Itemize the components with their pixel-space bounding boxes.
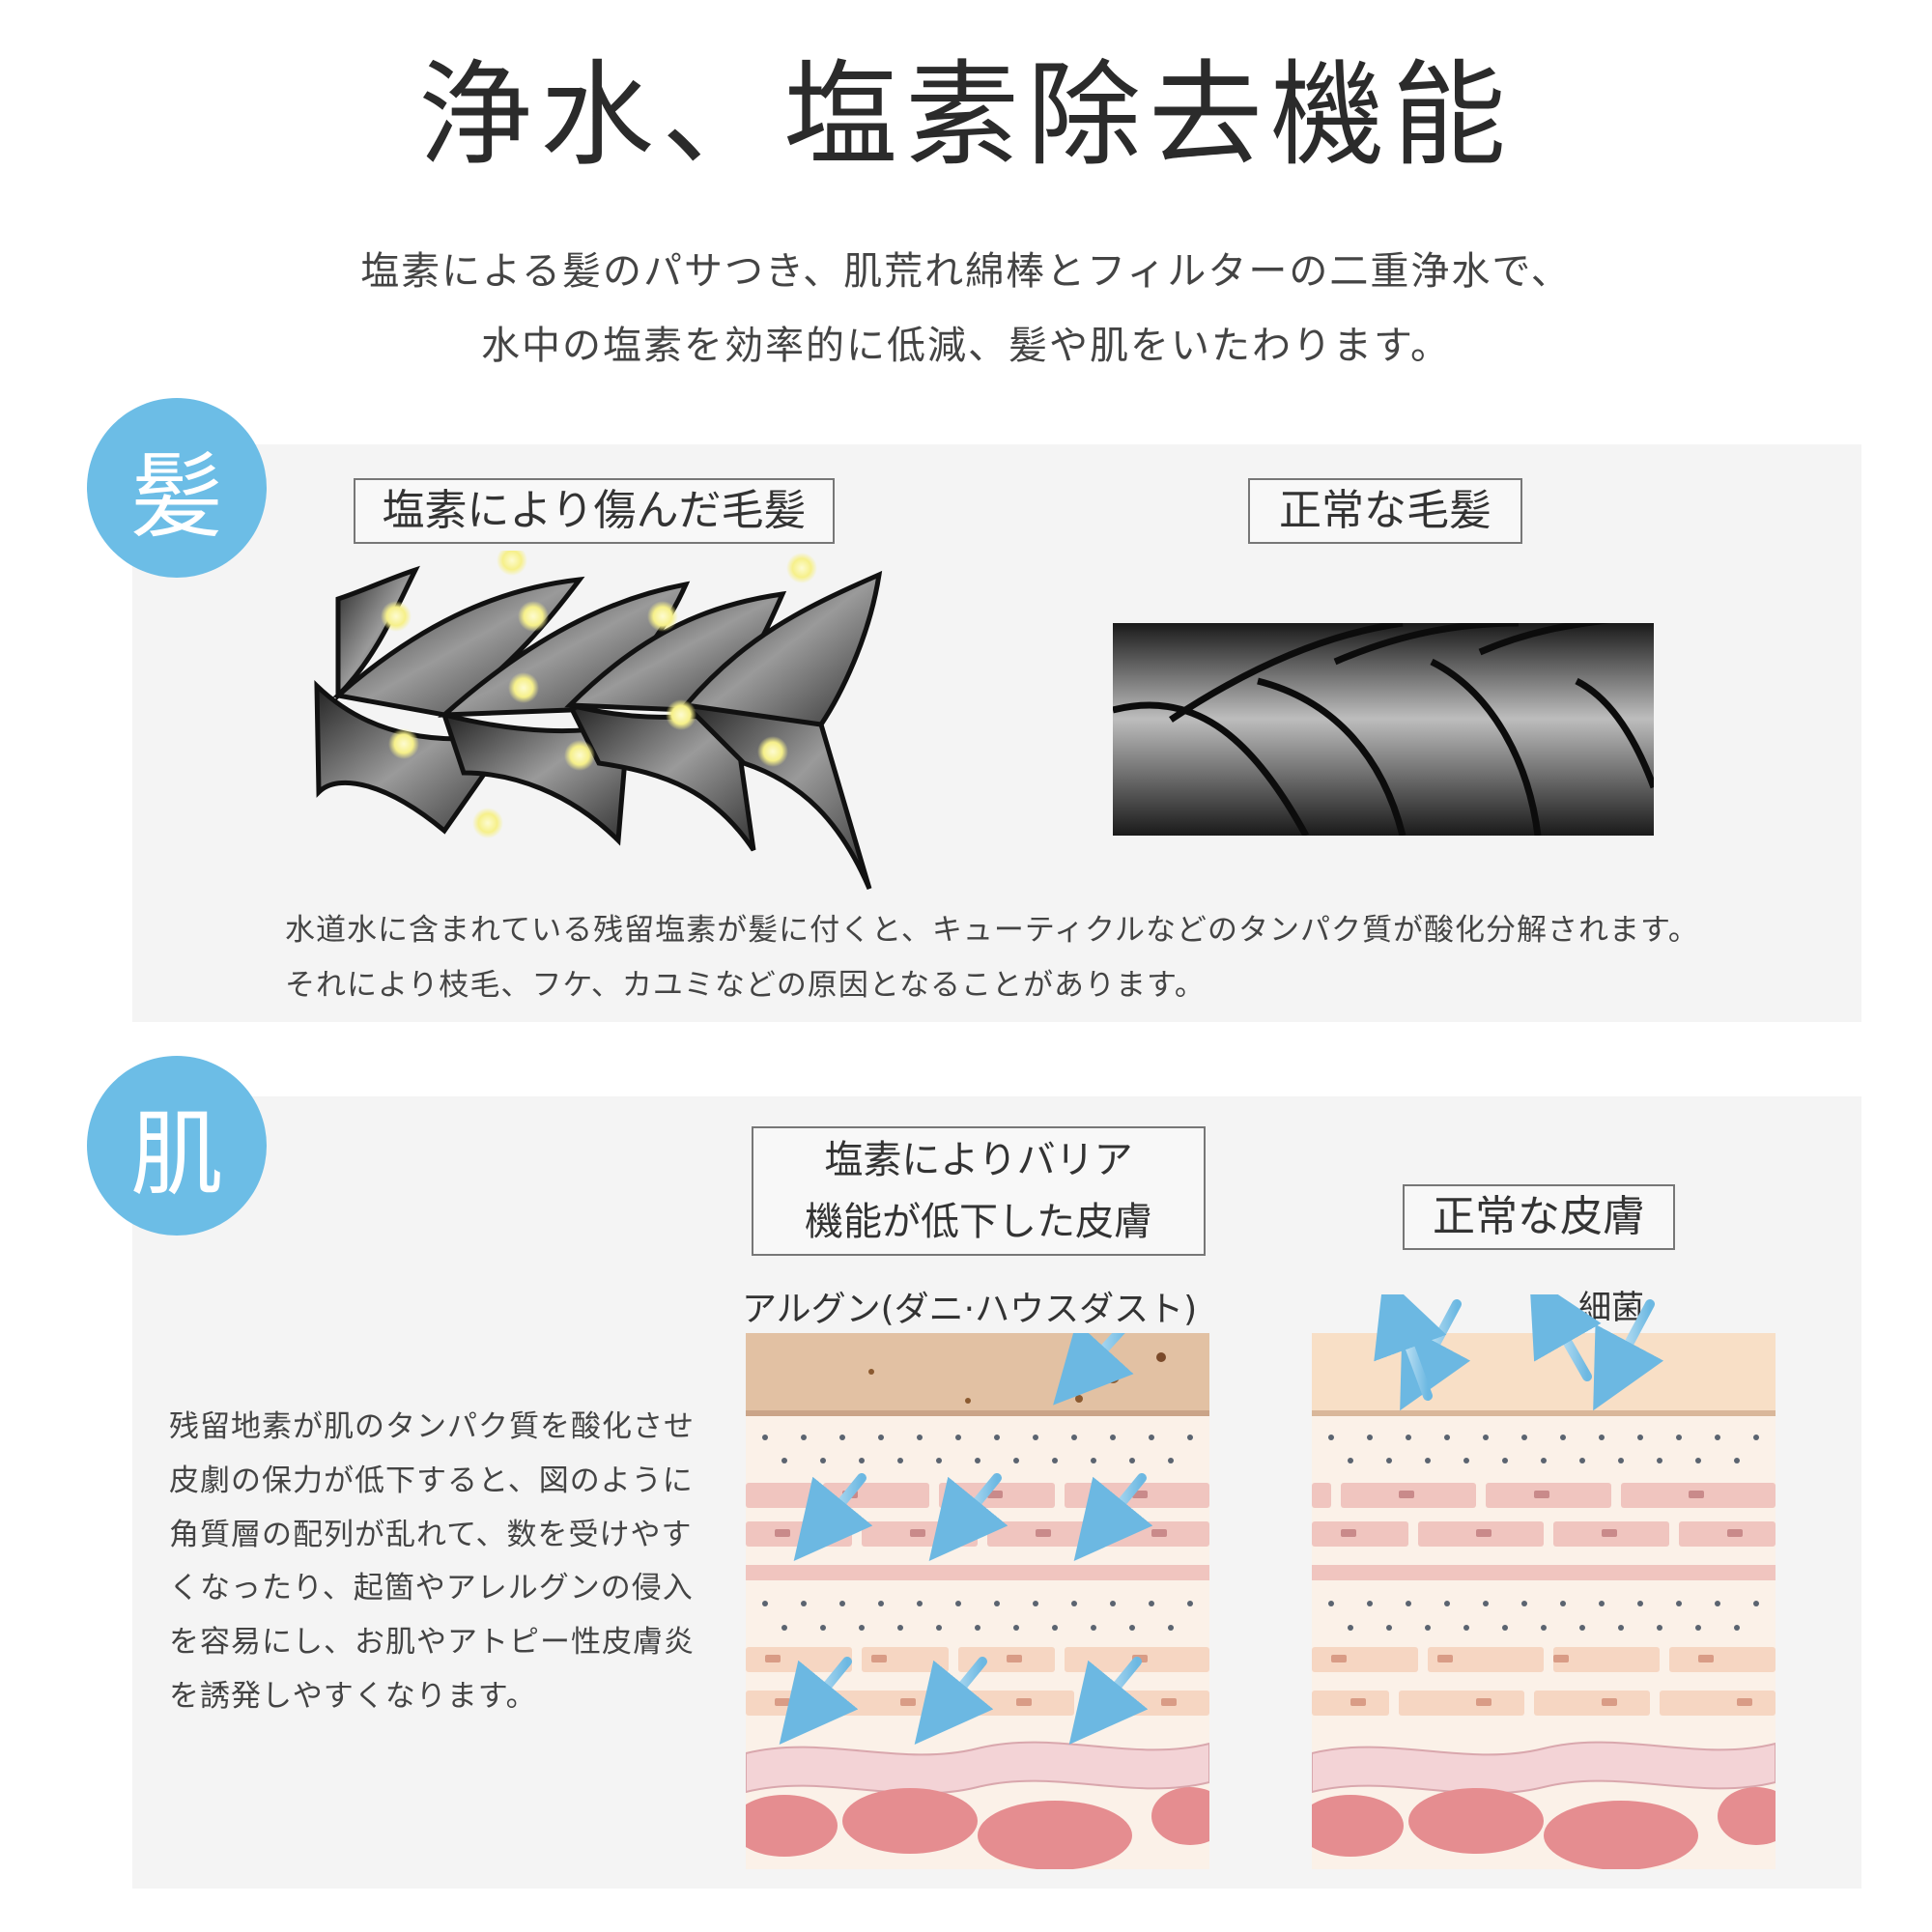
skin-desc-line: を容易にし、お肌やアトピー性皮膚炎 — [169, 1625, 695, 1661]
damaged-hair-illustration — [314, 551, 883, 890]
damaged-skin-label-line-2: 機能が低下した皮膚 — [805, 1200, 1152, 1244]
skin-badge: 肌 — [87, 1056, 267, 1236]
skin-description: 残留地素が肌のタンパク質を酸化させ 皮劇の保力が低下すると、図のように 角質層の… — [169, 1401, 729, 1724]
hair-desc-line-2: それにより枝毛、フケ、カユミなどの原因となることがあります。 — [285, 968, 1206, 1004]
normal-skin-label: 正常な皮膚 — [1403, 1184, 1675, 1250]
allergen-label: アルグン(ダニ·ハウスダスト) — [742, 1290, 1198, 1329]
hair-description: 水道水に含まれている残留塩素が髪に付くと、キューティクルなどのタンパク質が酸化分… — [285, 903, 1792, 1014]
skin-desc-line: くなったり、起箇やアレルグンの侵入 — [169, 1571, 694, 1606]
intro-line-1: 塩素による髪のパサつき、肌荒れ綿棒とフィルターの二重浄水で、 — [360, 249, 1572, 294]
chlorine-dots — [381, 551, 817, 838]
normal-hair-illustration — [1113, 623, 1654, 836]
normal-skin-illustration — [1312, 1294, 1776, 1869]
skin-desc-line: 残留地素が肌のタンパク質を酸化させ — [169, 1409, 695, 1444]
hair-badge: 髪 — [87, 398, 267, 578]
damaged-hair-label: 塩素により傷んだ毛髪 — [354, 478, 835, 544]
skin-desc-line: 角質層の配列が乱れて、数を受けやす — [169, 1517, 693, 1552]
damaged-skin-label-line-1: 塩素によりバリア — [824, 1138, 1133, 1182]
page-title: 浄水、塩素除去機能 — [417, 48, 1514, 182]
hair-desc-line-1: 水道水に含まれている残留塩素が髪に付くと、キューティクルなどのタンパク質が酸化分… — [285, 913, 1699, 948]
skin-desc-line: 皮劇の保力が低下すると、図のように — [169, 1463, 694, 1498]
damaged-skin-illustration — [746, 1333, 1209, 1869]
damaged-skin-label: 塩素によりバリア 機能が低下した皮膚 — [752, 1126, 1206, 1256]
intro-line-2: 水中の塩素を効率的に低減、髪や肌をいたわります。 — [481, 324, 1451, 368]
normal-hair-label: 正常な毛髪 — [1248, 478, 1522, 544]
skin-desc-line: を誘発しやすくなります。 — [169, 1678, 537, 1714]
